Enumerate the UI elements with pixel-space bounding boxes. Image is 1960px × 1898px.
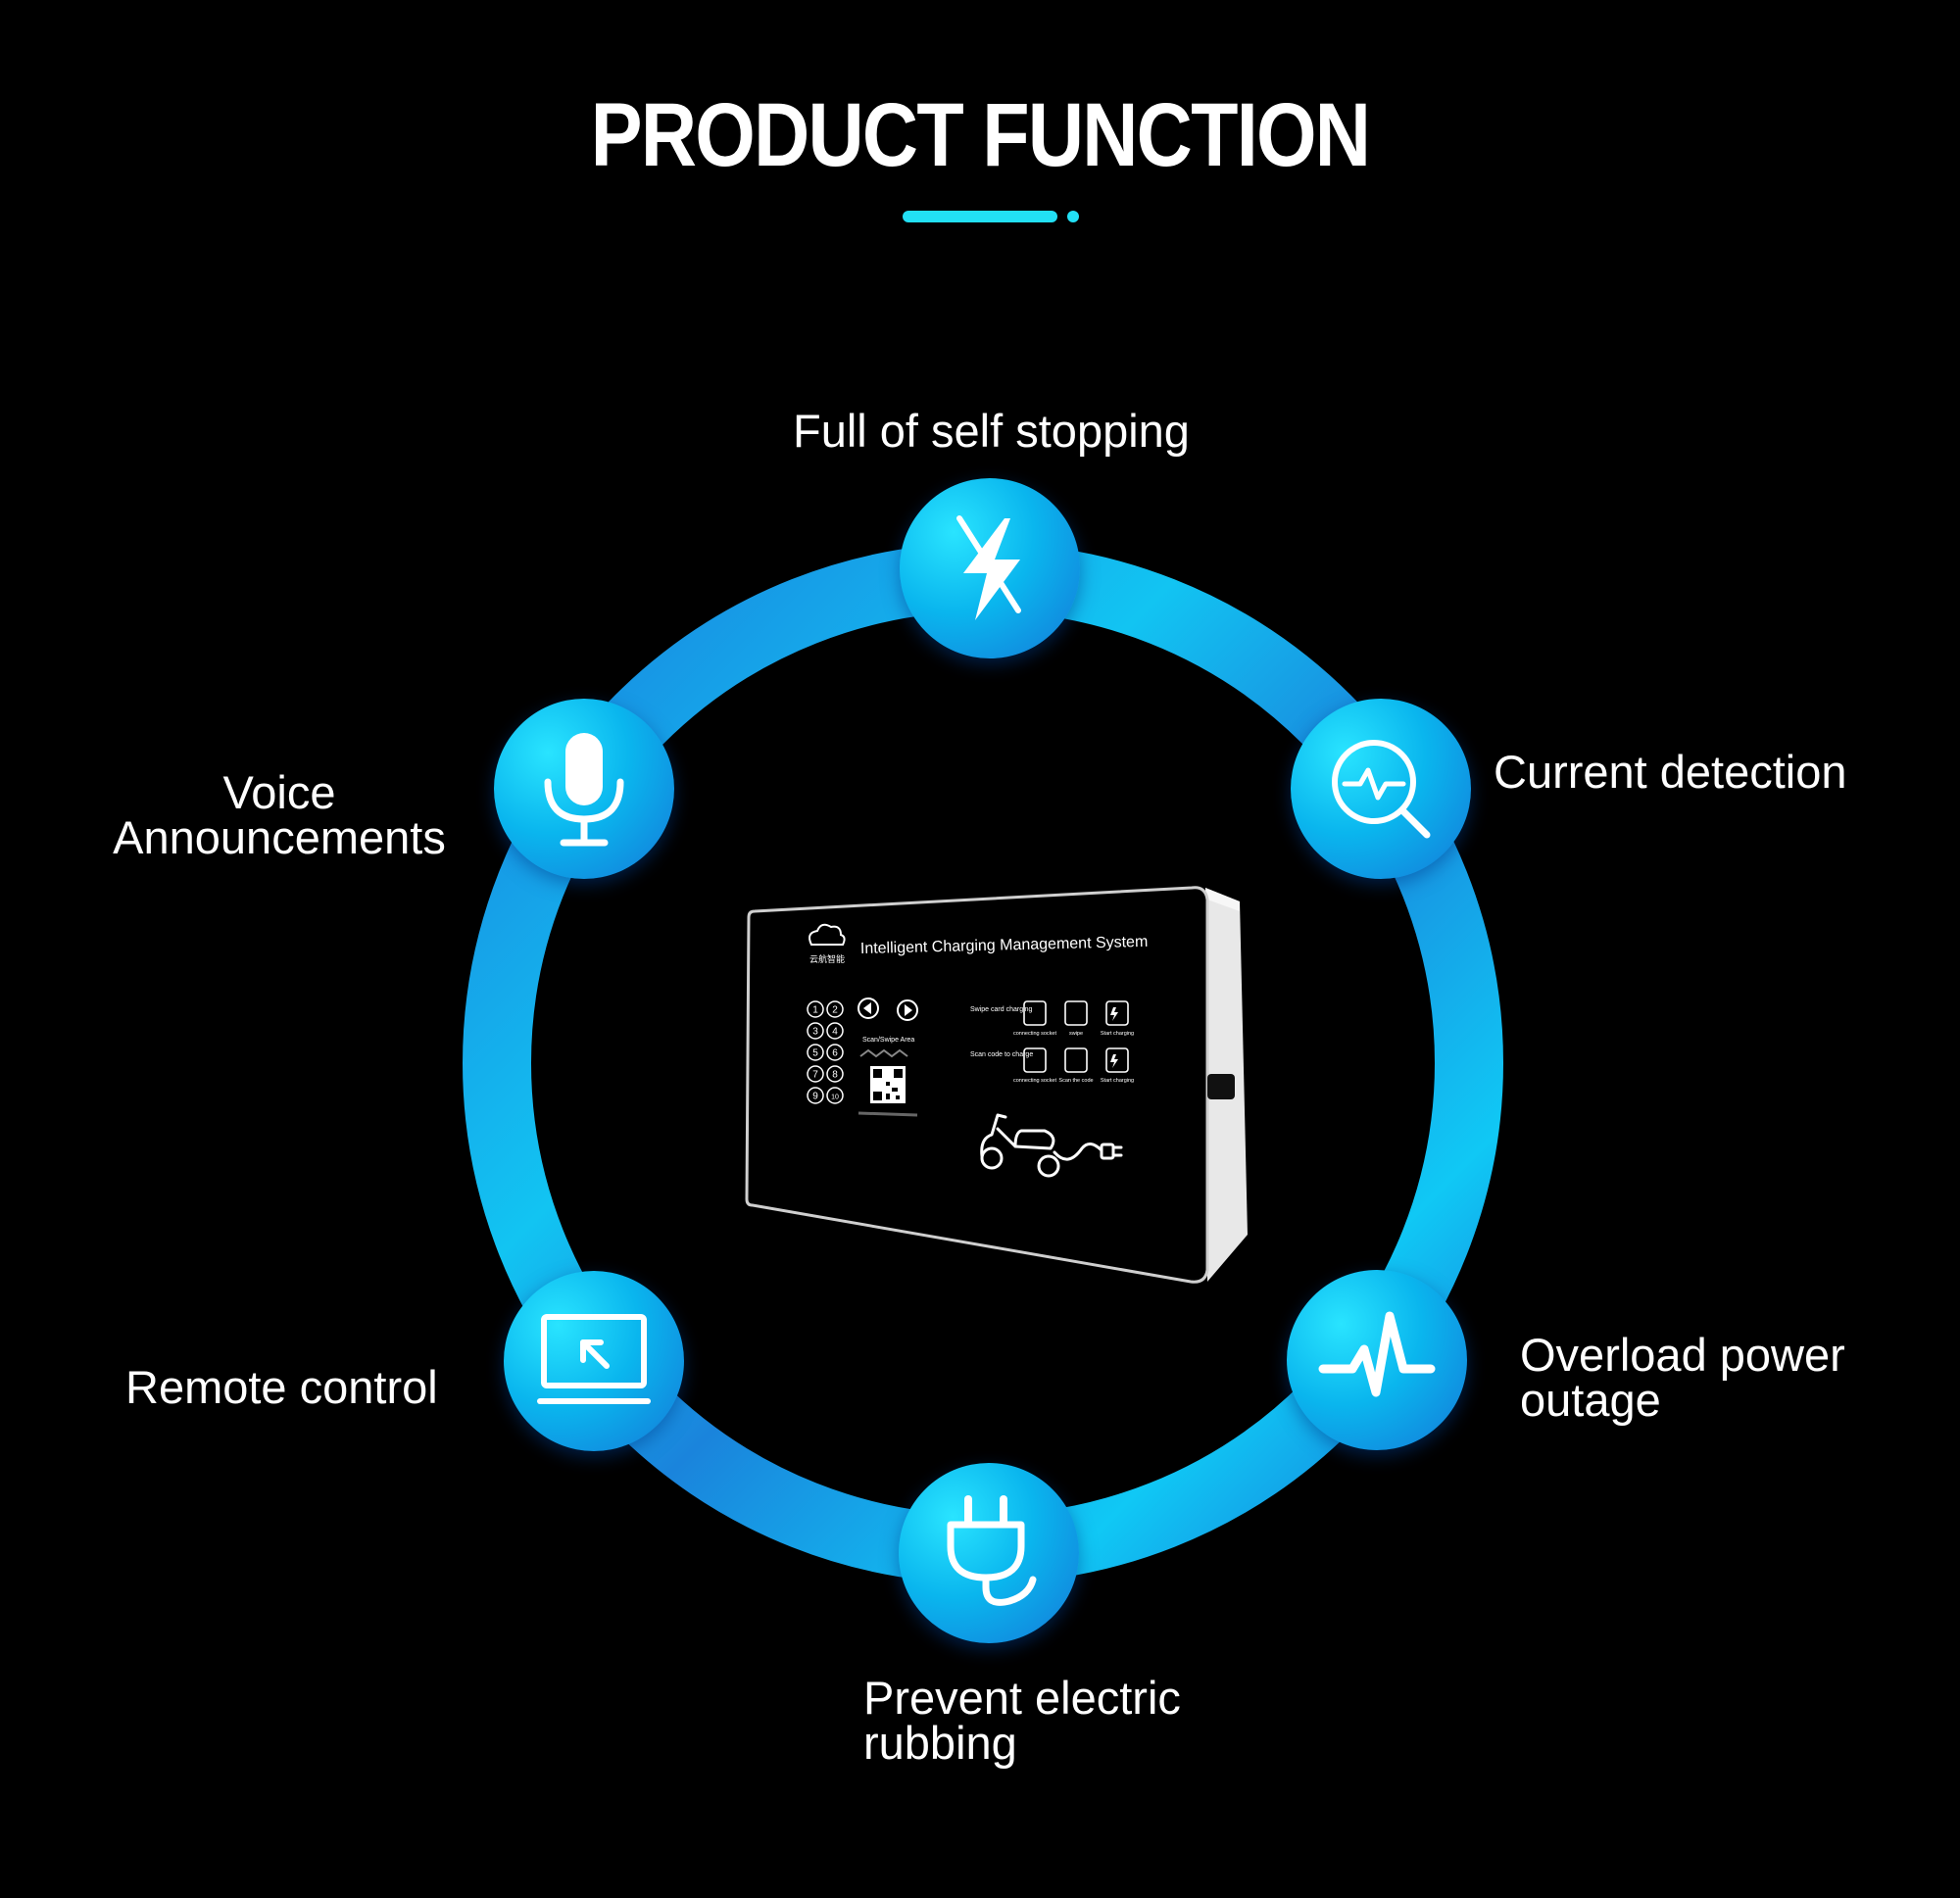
brand-logo: 云航智能	[808, 923, 846, 964]
node-full-self-stopping	[900, 478, 1080, 658]
step-label: Start charging	[1101, 1078, 1134, 1084]
microphone-icon	[544, 733, 624, 847]
keypad-key	[826, 1065, 844, 1083]
label-prevent-electric-rubbing: Prevent electric rubbing	[863, 1672, 1181, 1769]
keypad-key	[826, 1000, 844, 1018]
charging-management-device: 云航智能 Intelligent Charging Management Sys…	[745, 886, 1248, 1284]
magnifier-pulse-icon	[1332, 740, 1431, 839]
keypad-key	[807, 1065, 824, 1083]
keypad-key	[826, 1022, 844, 1040]
keypad-key-label: 2	[832, 1005, 838, 1016]
label-remote-control: Remote control	[125, 1361, 438, 1413]
qr-code	[858, 1048, 918, 1117]
latch-icon	[1207, 1074, 1235, 1099]
keypad-key	[807, 1022, 824, 1040]
keypad-key-label: 10	[831, 1095, 839, 1101]
lightning-slash-icon	[956, 515, 1021, 620]
pulse-wave-icon	[1318, 1311, 1436, 1397]
step-label: connecting socket	[1013, 1031, 1056, 1037]
node-remote-control	[504, 1271, 684, 1451]
remote-screen-icon	[537, 1314, 651, 1404]
scooter-plug-icon	[980, 1113, 1123, 1178]
node-current-detection	[1291, 699, 1471, 879]
node-voice-announcements	[494, 699, 674, 879]
node-prevent-electric-rubbing	[899, 1463, 1079, 1643]
keypad-key-label: 1	[812, 1005, 818, 1016]
scan-row-label: Scan code to charge	[970, 1051, 1033, 1058]
device-keypad: 1 2 3 4 5 6 7 8 9 10	[807, 1000, 844, 1104]
svg-text:云航智能: 云航智能	[809, 953, 845, 964]
left-arrow-icon	[858, 998, 879, 1019]
step-label: connecting socket	[1013, 1078, 1056, 1084]
right-arrow-icon	[897, 999, 918, 1021]
keypad-key-label: 4	[832, 1027, 838, 1038]
keypad-key-label: 7	[812, 1070, 818, 1081]
keypad-key	[826, 1044, 844, 1061]
label-voice-announcements: Voice Announcements	[113, 766, 446, 863]
step-label: Start charging	[1101, 1031, 1134, 1037]
swipe-step-icons	[1023, 1000, 1129, 1026]
title-underline	[903, 211, 1057, 222]
keypad-key	[807, 1044, 824, 1061]
step-label: swipe	[1069, 1031, 1083, 1037]
label-overload-power-outage: Overload power outage	[1520, 1329, 1845, 1426]
label-current-detection: Current detection	[1494, 746, 1847, 798]
keypad-key	[807, 1087, 824, 1104]
keypad-key-label: 5	[812, 1048, 818, 1059]
swipe-step-labels: connecting socket swipe Start charging	[1013, 1031, 1134, 1037]
keypad-key-label: 8	[832, 1070, 838, 1081]
step-label: Scan the code	[1058, 1078, 1093, 1084]
scan-area-label: Scan/Swipe Area	[862, 1037, 914, 1044]
keypad-key-label: 3	[812, 1027, 818, 1038]
page-title: PRODUCT FUNCTION	[590, 85, 1371, 185]
scan-step-icons	[1023, 1047, 1129, 1073]
node-overload-power-outage	[1287, 1270, 1467, 1450]
keypad-key-label: 9	[812, 1092, 818, 1102]
keypad-key	[807, 1000, 824, 1018]
label-full-self-stopping: Full of self stopping	[793, 405, 1190, 457]
keypad-key-label: 6	[832, 1048, 838, 1059]
swipe-row-label: Swipe card charging	[970, 1006, 1033, 1013]
title-underline-dot	[1067, 211, 1079, 222]
plug-icon	[947, 1495, 1037, 1606]
keypad-key	[826, 1087, 844, 1104]
